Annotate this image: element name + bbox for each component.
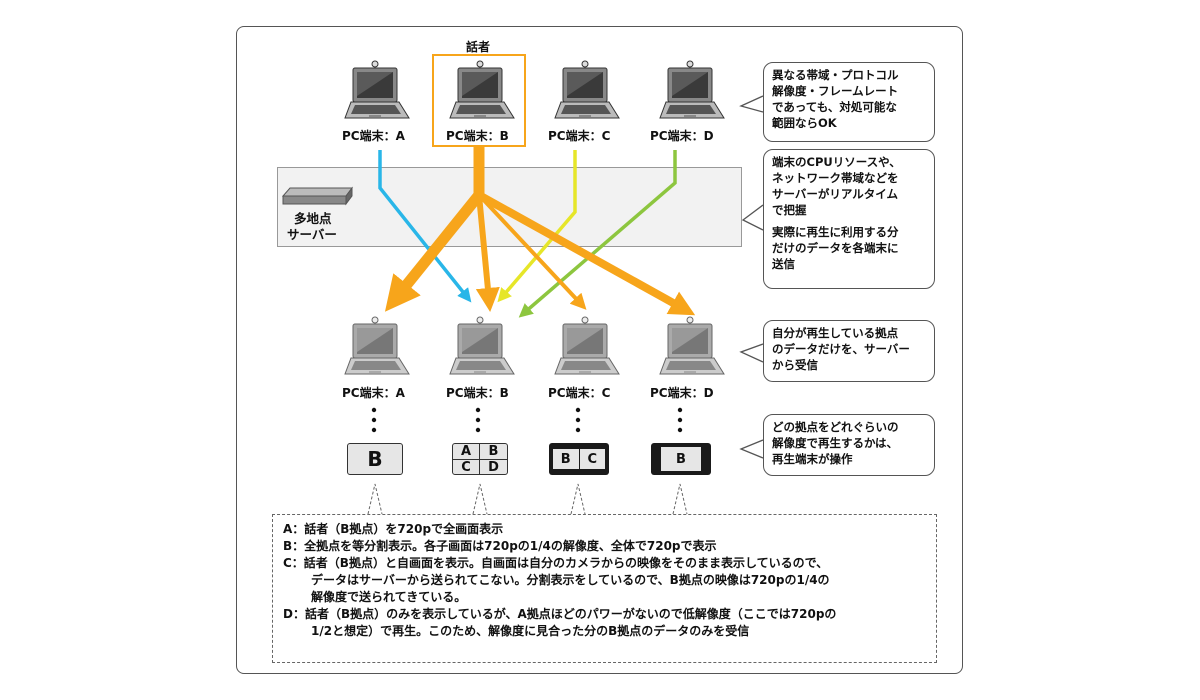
callout-server-line-5: 実際に再生に利用する分 [772, 225, 899, 239]
arrow-orange-b-to-a [384, 191, 484, 312]
callout-server-line-4: で把握 [772, 203, 807, 217]
top-terminal-label-c: PC端末：C [548, 129, 611, 143]
bottom-terminal-label-a: PC端末：A [342, 386, 405, 400]
note-c-line-3: 解像度で送られてきている。 [311, 590, 467, 604]
laptop-icon-top-a [344, 60, 410, 119]
callout-server-monitoring: 端末のCPUリソースや、 ネットワーク帯域などを サーバーがリアルタイム で把握… [763, 149, 935, 289]
server-label-line2: サーバー [287, 227, 337, 242]
bottom-terminal-label-c: PC端末：C [548, 386, 611, 400]
diagram-frame [236, 26, 963, 674]
laptop-icon-bottom-a [344, 316, 410, 375]
callout-receive-line-3: から受信 [772, 358, 818, 372]
callout-server-line-3: サーバーがリアルタイム [772, 187, 899, 201]
arrow-green-d-to-b [518, 150, 677, 318]
dot-leaders [371, 407, 683, 433]
laptop-icon-top-b [449, 60, 515, 119]
screen-layout-c: B C [549, 443, 609, 475]
screen-b-cell-c: C [453, 460, 480, 475]
callout-receive-line-1: 自分が再生している拠点 [772, 326, 899, 340]
callout-operate-line-2: 解像度で再生するかは、 [772, 436, 899, 450]
laptop-icon-bottom-d [659, 316, 725, 375]
callout-protocol-line-2: 解像度・フレームレート [772, 84, 899, 98]
callout-protocol-line-1: 異なる帯域・プロトコル [772, 68, 899, 82]
top-terminal-label-d: PC端末：D [650, 129, 714, 143]
callout-server-line-7: 送信 [772, 257, 795, 271]
server-band [277, 167, 742, 247]
callout-operate: どの拠点をどれぐらいの 解像度で再生するかは、 再生端末が操作 [763, 414, 935, 476]
note-d-line-1: D：話者（B拠点）のみを表示しているが、A拠点ほどのパワーがないので低解像度（こ… [283, 607, 837, 621]
laptop-icon-bottom-c [554, 316, 620, 375]
screen-b-cell-d: D [488, 460, 499, 475]
note-d-line-2: 1/2と想定）で再生。このため、解像度に見合った分のB拠点のデータのみを受信 [311, 624, 750, 638]
screen-b-cell-b: B [480, 444, 507, 460]
callout-server-line-6: だけのデータを各端末に [772, 241, 899, 255]
arrow-orange-b-to-d [477, 191, 696, 316]
note-a: A：話者（B拠点）を720pで全画面表示 [283, 522, 504, 536]
screen-b-cell-a: A [453, 444, 480, 460]
callout-protocol-line-4: 範囲ならOK [772, 116, 837, 130]
arrow-yellow-c-to-b [497, 150, 577, 303]
screen-layout-d: B [651, 443, 711, 475]
screen-c-cell-c: C [587, 451, 598, 467]
callout-receive-line-2: のデータだけを、サーバー [772, 342, 910, 356]
callout-protocol: 異なる帯域・プロトコル 解像度・フレームレート であっても、対処可能な 範囲なら… [763, 62, 935, 142]
notes-box: A：話者（B拠点）を720pで全画面表示 B：全拠点を等分割表示。各子画面は72… [272, 514, 937, 663]
note-c-line-2: データはサーバーから送られてこない。分割表示をしているので、B拠点の映像は720… [311, 573, 830, 587]
note-c-line-1: C：話者（B拠点）と自画面を表示。自画面は自分のカメラからの映像をそのまま表示し… [283, 556, 829, 570]
laptop-icon-top-c [554, 60, 620, 119]
screen-c-cell-b: B [553, 449, 580, 469]
arrow-orange-b-to-c [477, 193, 587, 310]
arrow-orange-b-to-b [475, 194, 500, 312]
callout-receive: 自分が再生している拠点 のデータだけを、サーバー から受信 [763, 320, 935, 382]
note-b: B：全拠点を等分割表示。各子画面は720pの1/4の解像度、全体で720pで表示 [283, 539, 717, 553]
top-terminal-label-b: PC端末：B [446, 129, 509, 143]
screen-layout-b: A B C D [452, 443, 508, 475]
note-pointers [367, 483, 688, 515]
screen-d-cell-b: B [661, 447, 701, 471]
callout-operate-line-3: 再生端末が操作 [772, 452, 853, 466]
bottom-terminal-label-d: PC端末：D [650, 386, 714, 400]
top-terminal-label-a: PC端末：A [342, 129, 405, 143]
callout-server-line-2: ネットワーク帯域などを [772, 171, 899, 185]
laptop-icon-top-d [659, 60, 725, 119]
speaker-label: 話者 [466, 40, 491, 54]
callout-protocol-line-3: であっても、対処可能な [772, 100, 897, 114]
callout-server-line-1: 端末のCPUリソースや、 [772, 155, 901, 169]
server-label-line1: 多地点 [294, 211, 332, 226]
laptop-icon-bottom-b [449, 316, 515, 375]
arrow-blue-a-to-b [378, 150, 472, 303]
callout-operate-line-1: どの拠点をどれぐらいの [772, 420, 899, 434]
server-icon [281, 186, 353, 206]
screen-layout-a: B [347, 443, 403, 475]
callout-tails [739, 95, 764, 459]
bottom-terminal-label-b: PC端末：B [446, 386, 509, 400]
